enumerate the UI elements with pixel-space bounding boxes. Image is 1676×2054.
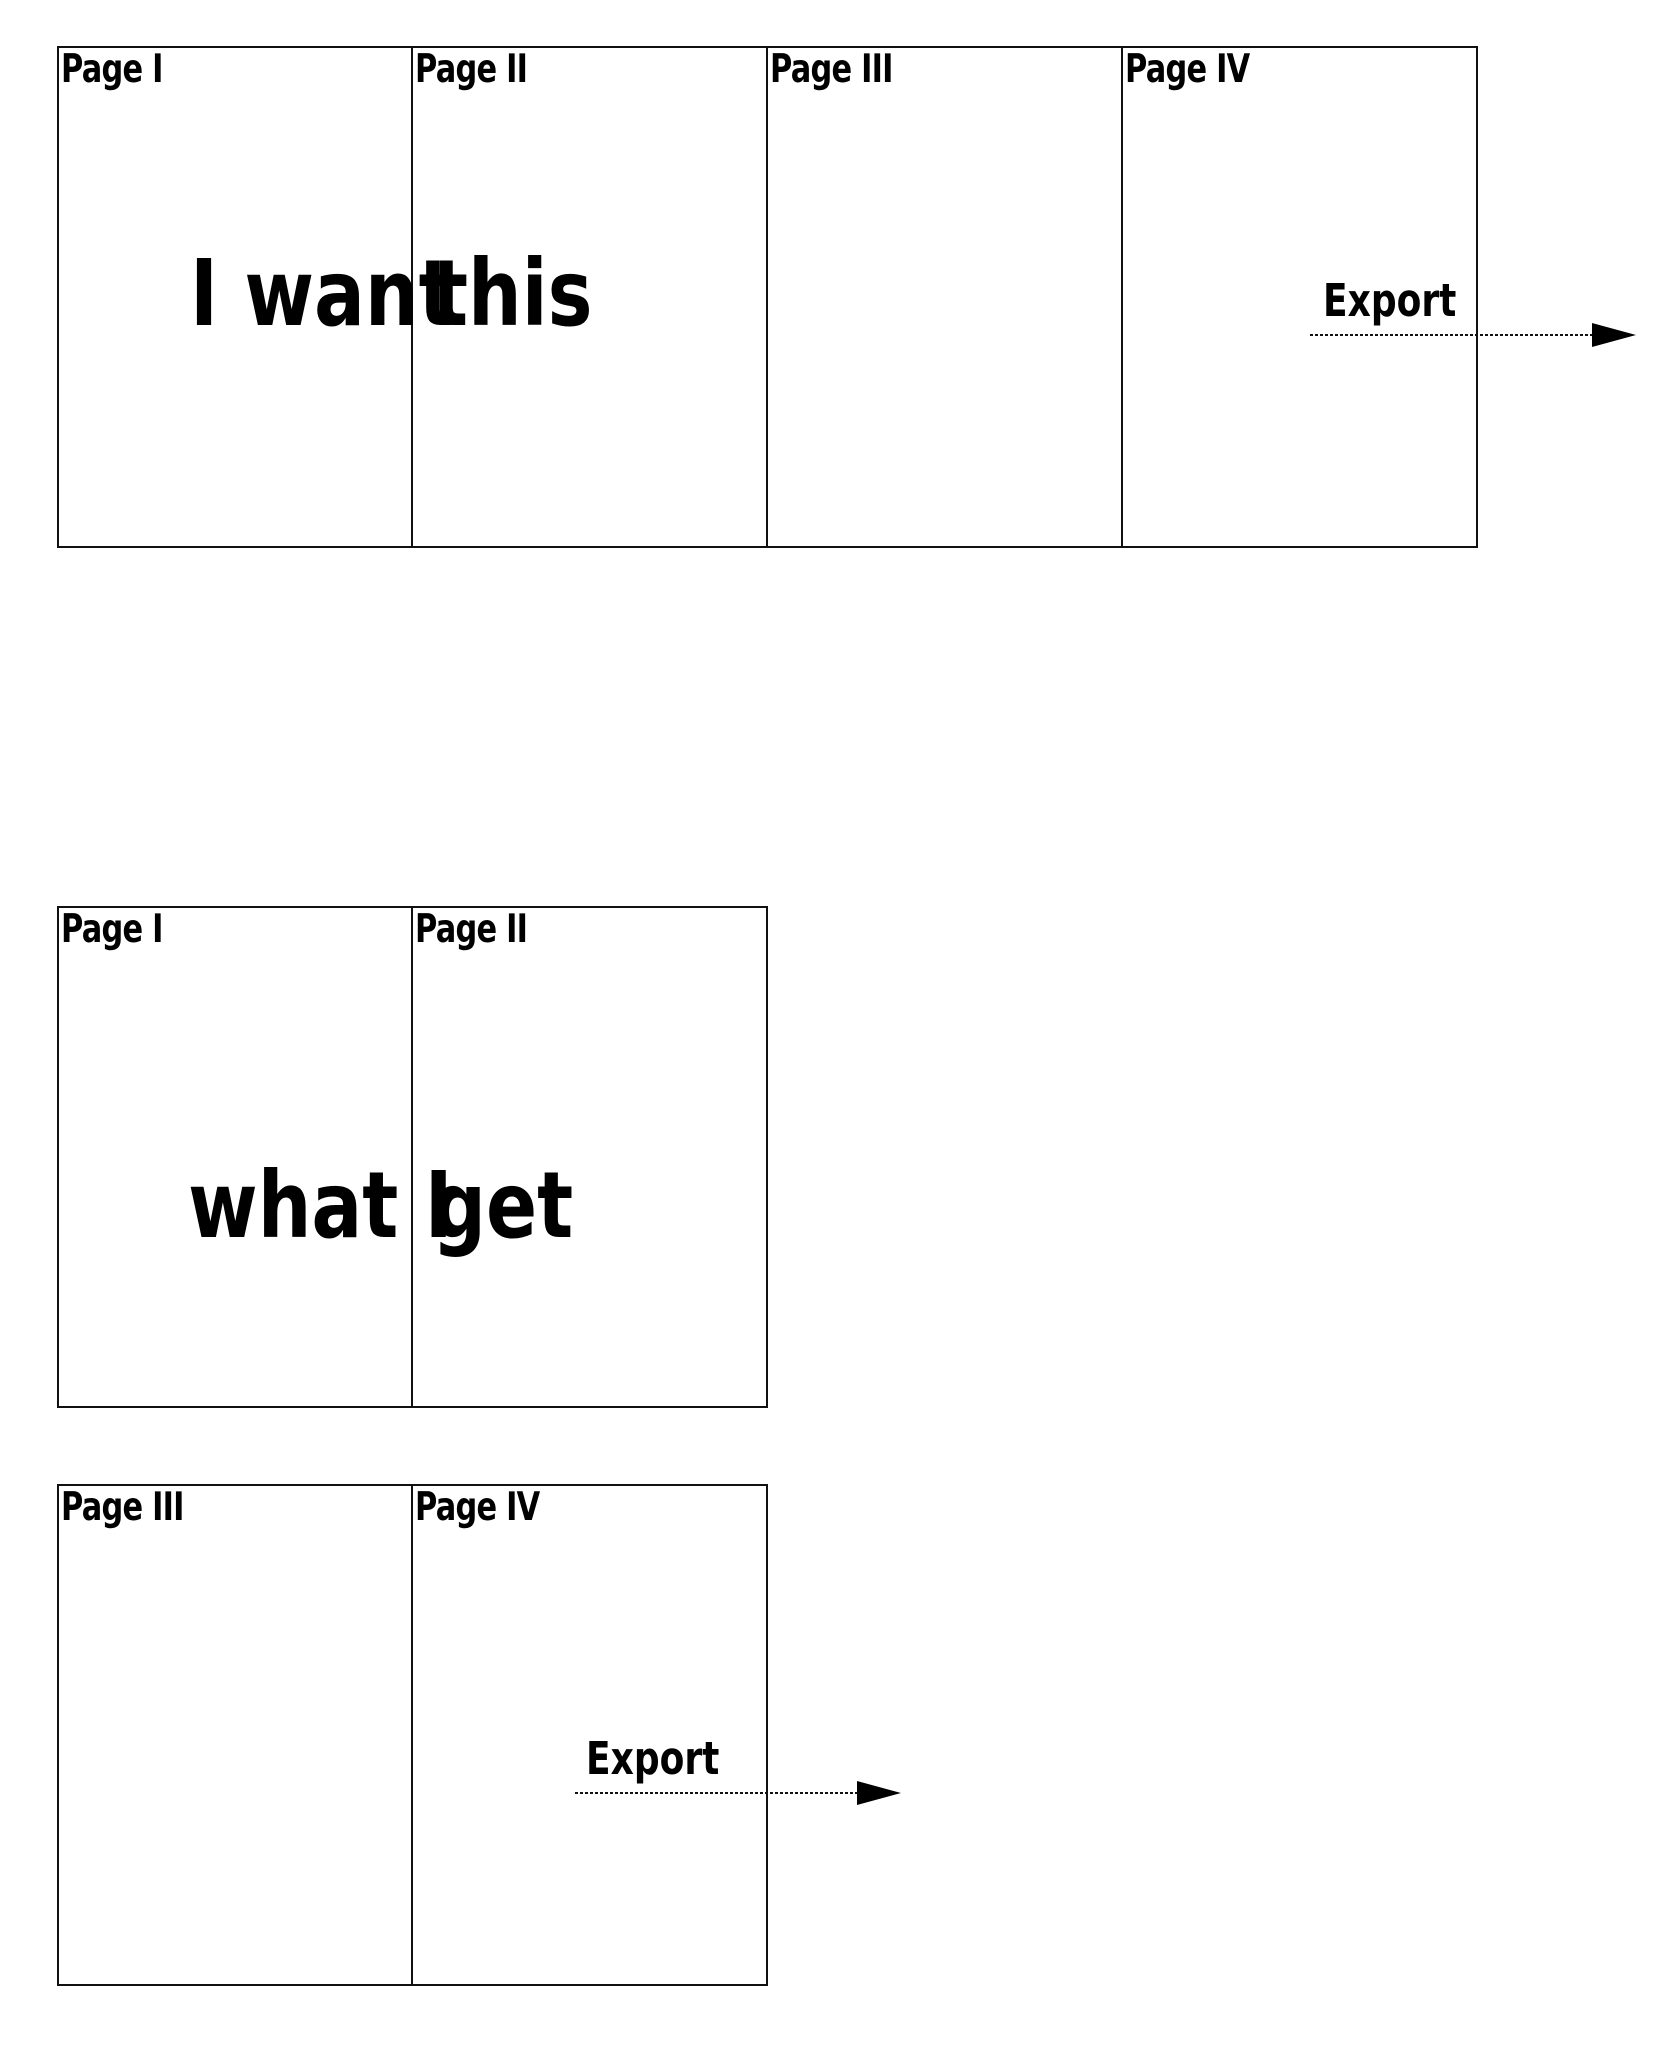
bottom1-page-1: Page I bbox=[57, 906, 413, 1408]
top-page-4: Page IV bbox=[1121, 46, 1478, 548]
export-arrow-icon bbox=[1310, 323, 1636, 347]
caption-left: I want bbox=[190, 240, 455, 347]
bottom2-page-4: Page IV bbox=[411, 1484, 768, 1986]
page-label: Page I bbox=[61, 47, 163, 92]
page-label: Page III bbox=[770, 47, 894, 92]
page-label: Page IV bbox=[1125, 47, 1250, 92]
page-label: Page III bbox=[61, 1485, 185, 1530]
bottom1-page-2: Page II bbox=[411, 906, 768, 1408]
export-arrow-icon bbox=[575, 1781, 901, 1805]
export-label: Export bbox=[1323, 274, 1457, 327]
page-label: Page IV bbox=[415, 1485, 540, 1530]
bottom2-page-3: Page III bbox=[57, 1484, 413, 1986]
export-label: Export bbox=[586, 1732, 720, 1785]
caption-right: this bbox=[432, 240, 593, 347]
caption-right: get bbox=[432, 1152, 574, 1259]
top-page-1: Page I bbox=[57, 46, 413, 548]
page-label: Page II bbox=[415, 47, 528, 92]
page-label: Page I bbox=[61, 907, 163, 952]
top-page-3: Page III bbox=[766, 46, 1123, 548]
caption-left: what I bbox=[188, 1152, 453, 1259]
top-page-2: Page II bbox=[411, 46, 768, 548]
page-label: Page II bbox=[415, 907, 528, 952]
